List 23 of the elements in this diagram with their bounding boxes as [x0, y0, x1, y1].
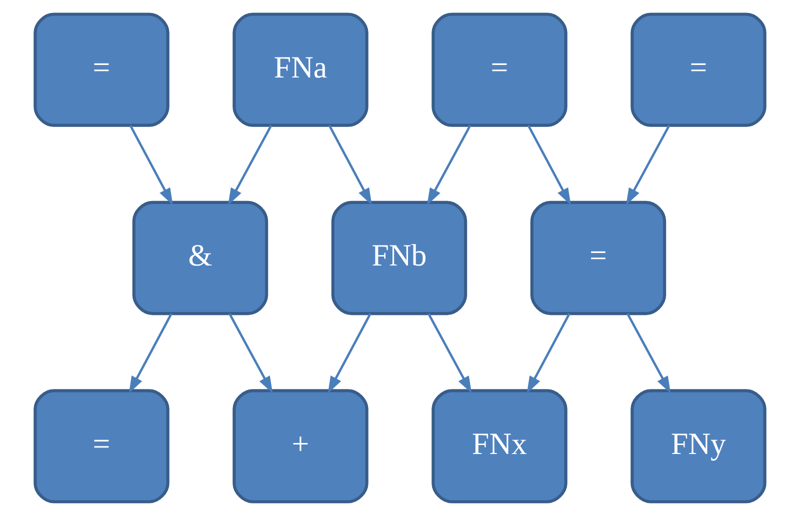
arrow: [128, 124, 172, 206]
arrow: [526, 313, 570, 394]
arrow: [328, 124, 372, 206]
node-box: =: [33, 389, 169, 504]
arrow: [228, 313, 272, 394]
arrow: [626, 124, 670, 206]
node-box: FNx: [431, 389, 567, 504]
arrow: [427, 313, 472, 394]
node-box: =: [530, 200, 666, 316]
arrow: [626, 313, 670, 394]
node-box: &: [132, 200, 268, 316]
arrow: [327, 313, 371, 394]
arrow: [128, 313, 172, 394]
node-box: =: [33, 12, 169, 127]
node-box: =: [431, 12, 567, 127]
arrow: [228, 124, 272, 206]
node-box: =: [630, 12, 766, 127]
node-box: +: [232, 389, 368, 504]
node-box: FNb: [330, 200, 467, 316]
node-box: FNy: [630, 389, 766, 504]
node-box: FNa: [232, 12, 368, 127]
arrow: [526, 124, 570, 206]
arrow: [426, 124, 471, 206]
